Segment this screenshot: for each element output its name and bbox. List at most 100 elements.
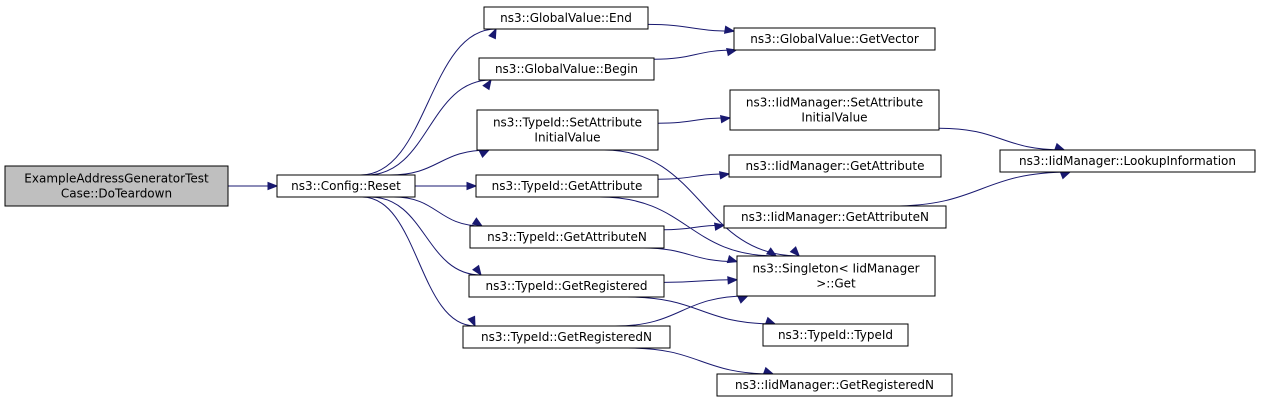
edge-iid_getattrn-to-iid_lookup [892,171,1072,207]
node-tid_getattrn[interactable]: ns3::TypeId::GetAttributeN [469,225,665,249]
edge-tid_getattr-to-iid_getattr [657,171,731,180]
edge-line [647,23,735,32]
node-box [476,109,659,151]
node-tid_getattr[interactable]: ns3::TypeId::GetAttribute [475,174,659,198]
arrowhead [466,181,478,191]
node-box [999,149,1256,173]
edge-line [626,296,776,325]
node-label: InitialValue [801,111,867,125]
edge-line [615,295,748,327]
arrowhead [718,171,731,180]
arrowhead [789,246,801,258]
node-label: ns3::IidManager::GetAttribute [746,159,925,173]
edge-tid_getattrn-to-iid_getattrn [663,222,726,231]
node-tid_typeid[interactable]: ns3::TypeId::TypeId [762,323,909,347]
node-singleton_get[interactable]: ns3::Singleton< IidManager >::Get [736,255,936,297]
arrowhead [762,366,775,375]
arrowhead [478,149,491,159]
node-label: ns3::GlobalValue::GetVector [750,32,919,46]
edge-line [938,127,1065,151]
node-label: InitialValue [534,131,600,145]
edge-line [366,79,492,176]
node-label: ns3::IidManager::GetAttributeN [741,210,929,224]
arrowhead [765,247,778,257]
edge-line [657,173,730,180]
node-box [4,165,229,207]
node-label: ExampleAddressGeneratorTest [24,172,209,186]
node-box [478,57,655,81]
node-label: ns3::TypeId::GetRegisteredN [481,330,652,344]
edge-line [642,247,738,263]
edge-tid_setattr-to-singleton_get [604,149,801,258]
edge-config_reset-to-tid_getattr [415,181,478,191]
node-label: ns3::Config::Reset [291,179,401,193]
edge-line [362,196,476,327]
edge-tid_getattr-to-singleton_get [599,196,778,257]
node-box [729,89,940,131]
edge-line [389,149,490,176]
node-box [723,205,947,229]
edge-line [653,49,737,60]
node-gv_end[interactable]: ns3::GlobalValue::End [483,6,649,30]
node-tid_getreg[interactable]: ns3::TypeId::GetRegistered [468,274,665,298]
node-label: ns3::GlobalValue::End [500,11,632,25]
edge-tid_getattrn-to-singleton_get [642,247,739,264]
node-box [728,154,942,178]
node-iid_setattr[interactable]: ns3::IidManager::SetAttributeInitialValu… [729,89,940,131]
edge-line [393,196,483,227]
node-iid_getattr[interactable]: ns3::IidManager::GetAttribute [728,154,942,178]
node-label: >::Get [816,277,856,291]
edge-line [599,196,777,257]
arrowhead [726,254,739,264]
node-iid_getregn[interactable]: ns3::IidManager::GetRegisteredN [716,373,953,397]
node-label: Case::DoTeardown [61,187,172,201]
node-box [716,373,953,397]
arrowhead [467,315,476,328]
edge-root-to-config_reset [228,181,279,191]
edge-config_reset-to-gv_end [360,27,497,176]
node-box [469,225,665,249]
node-label: ns3::GlobalValue::Begin [495,62,638,76]
node-label: ns3::TypeId::SetAttribute [493,116,642,130]
edge-gv_end-to-gv_getvector [647,23,736,34]
node-label: ns3::TypeId::GetRegistered [486,279,648,293]
edge-line [663,279,738,283]
node-label: ns3::IidManager::GetRegisteredN [735,378,934,392]
edge-tid_getreg-to-tid_typeid [626,296,777,325]
node-gv_begin[interactable]: ns3::GlobalValue::Begin [478,57,655,81]
edge-line [627,347,774,375]
edge-tid_getreg-to-singleton_get [663,276,739,285]
edge-config_reset-to-tid_setattr [389,149,491,176]
node-box [462,325,671,349]
arrowhead [488,27,497,40]
node-box [276,174,416,198]
edge-gv_begin-to-gv_getvector [653,47,738,60]
edge-line [604,149,800,257]
node-label: ns3::IidManager::LookupInformation [1019,154,1236,168]
arrowhead [1059,171,1072,180]
node-root[interactable]: ExampleAddressGeneratorTestCase::DoTeard… [4,165,229,207]
node-iid_lookup[interactable]: ns3::IidManager::LookupInformation [999,149,1256,173]
arrowhead [723,25,736,34]
arrowhead [713,222,726,231]
node-label: ns3::Singleton< IidManager [752,262,919,276]
edge-tid_setattr-to-iid_setattr [657,115,732,124]
edge-line [892,171,1071,207]
edge-line [370,196,482,276]
arrowhead [764,316,777,325]
edge-config_reset-to-gv_begin [366,78,492,176]
node-iid_getattrn[interactable]: ns3::IidManager::GetAttributeN [723,205,947,229]
node-label: ns3::TypeId::TypeId [778,328,893,342]
node-gv_getvector[interactable]: ns3::GlobalValue::GetVector [733,27,936,51]
arrowhead [1053,142,1066,151]
node-config_reset[interactable]: ns3::Config::Reset [276,174,416,198]
nodes-layer: ExampleAddressGeneratorTestCase::DoTeard… [4,6,1256,397]
node-box [468,274,665,298]
arrowhead [471,217,484,227]
node-label: ns3::IidManager::SetAttribute [746,96,923,110]
node-tid_getregn[interactable]: ns3::TypeId::GetRegisteredN [462,325,671,349]
edge-tid_getregn-to-singleton_get [615,295,749,327]
edge-tid_getregn-to-iid_getregn [627,347,775,375]
